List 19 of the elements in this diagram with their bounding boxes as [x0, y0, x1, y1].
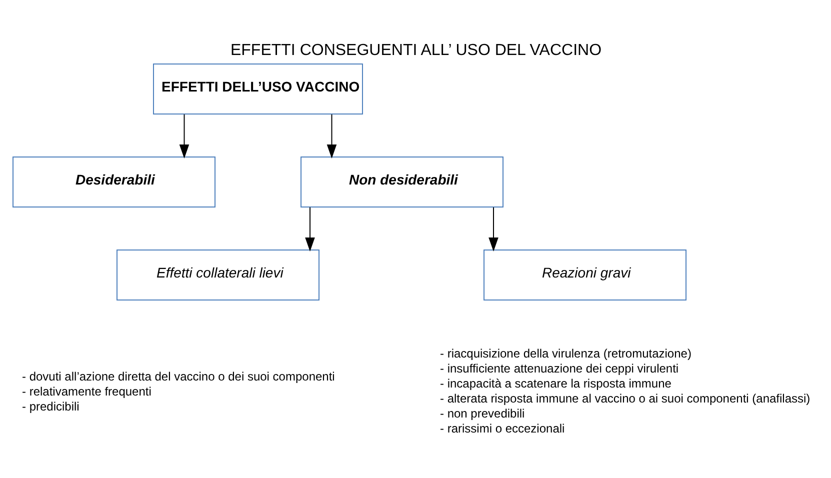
node-label: - predicibili	[22, 399, 79, 414]
node-label: - riacquisizione della virulenza (retromutazione)	[440, 346, 691, 360]
arrow	[326, 113, 336, 158]
node-box: EFFETTI DELL’USO VACCINO	[152, 63, 362, 114]
node-label: - incapacità a scatenare la risposta immune	[440, 376, 671, 390]
arrow	[304, 206, 314, 251]
diagram-title: EFFETTI CONSEGUENTI ALL’ USO DEL VACCINO	[230, 41, 602, 58]
node-label: - dovuti all’azione diretta del vaccino o dei suoi componenti	[22, 369, 334, 384]
node-box: Non desiderabili	[300, 156, 503, 207]
node-box: Reazioni gravi	[483, 249, 686, 300]
node-label: - non prevedibili	[440, 406, 524, 420]
node-label: - insufficiente attenuazione dei ceppi virulenti	[440, 361, 678, 376]
node-box: Effetti collaterali lievi	[116, 249, 319, 300]
node-label: - rarissimi o eccezionali	[440, 421, 564, 436]
node-label: - relativamente frequenti	[22, 384, 151, 398]
arrow	[178, 113, 189, 158]
node-label: - alterata risposta immune al vaccino o ai suoi componenti (anafilassi)	[440, 391, 810, 406]
arrow	[488, 206, 498, 251]
node-box: Desiderabili	[12, 156, 215, 207]
